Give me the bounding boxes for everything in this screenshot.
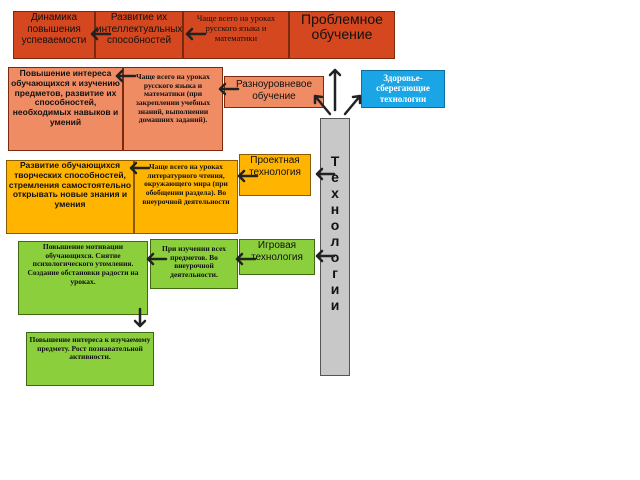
letter-8: г xyxy=(332,265,338,281)
letter-3: х xyxy=(331,185,339,201)
motivation-box: Повышение мотивации обучающихся. Снятие … xyxy=(18,241,148,315)
health-text: Здоровье-сберегающие технологии xyxy=(376,73,430,104)
interest-text: Повышение интереса обучающихся к изучени… xyxy=(11,68,120,127)
letter-1: Т xyxy=(330,153,340,169)
letter-9: и xyxy=(330,281,340,297)
multilevel-text: Разноуровневое обучение xyxy=(235,79,313,102)
dynamics-text: Динамика повышения успеваемости xyxy=(21,12,87,46)
intellectual-box: Развитие их интеллектуальных способносте… xyxy=(95,11,183,59)
often-row2-text: Чаще всего на уроках русского языка и ма… xyxy=(135,72,211,125)
game-box: Игровая технология xyxy=(239,239,315,275)
often-top-box: Чаще всего на уроках русского языка и ма… xyxy=(183,11,289,59)
game-text: Игровая технология xyxy=(251,240,303,263)
letter-2: е xyxy=(331,169,339,185)
problem-box: Проблемное обучение xyxy=(289,11,395,59)
technologies-bar: Т е х н о л о г и и xyxy=(320,118,350,376)
bottom-text: Повышение интереса к изучаемому предмету… xyxy=(29,335,151,362)
project-box: Проектная технология xyxy=(239,154,311,196)
bottom-box: Повышение интереса к изучаемому предмету… xyxy=(26,332,154,386)
arrow-bar-health xyxy=(343,94,362,116)
often-row2-box: Чаще всего на уроках русского языка и ма… xyxy=(123,67,223,151)
letter-7: о xyxy=(330,249,340,265)
motivation-text: Повышение мотивации обучающихся. Снятие … xyxy=(27,242,139,286)
interest-box: Повышение интереса обучающихся к изучени… xyxy=(8,67,123,151)
study-box: При изучении всех предметов. Во внеурочн… xyxy=(150,239,238,289)
multilevel-box: Разноуровневое обучение xyxy=(224,76,324,108)
health-box: Здоровье-сберегающие технологии xyxy=(361,70,445,108)
study-text: При изучении всех предметов. Во внеурочн… xyxy=(161,244,227,279)
project-text: Проектная технология xyxy=(249,155,301,178)
develop-text: Развитие обучающихся творческих способно… xyxy=(8,160,132,210)
letter-6: л xyxy=(330,233,340,249)
problem-text: Проблемное обучение xyxy=(301,11,383,43)
often-row3-text: Чаще всего на уроках литературного чтени… xyxy=(142,162,230,206)
letter-10: и xyxy=(330,297,340,313)
often-top-text: Чаще всего на уроках русского языка и ма… xyxy=(196,13,276,43)
arrow-bar-problem xyxy=(328,68,342,112)
letter-5: о xyxy=(330,217,340,233)
often-row3-box: Чаще всего на уроках литературного чтени… xyxy=(134,160,238,234)
dynamics-box: Динамика повышения успеваемости xyxy=(13,11,95,59)
intellectual-text: Развитие их интеллектуальных способносте… xyxy=(96,12,183,46)
letter-4: н xyxy=(330,201,340,217)
develop-box: Развитие обучающихся творческих способно… xyxy=(6,160,134,234)
